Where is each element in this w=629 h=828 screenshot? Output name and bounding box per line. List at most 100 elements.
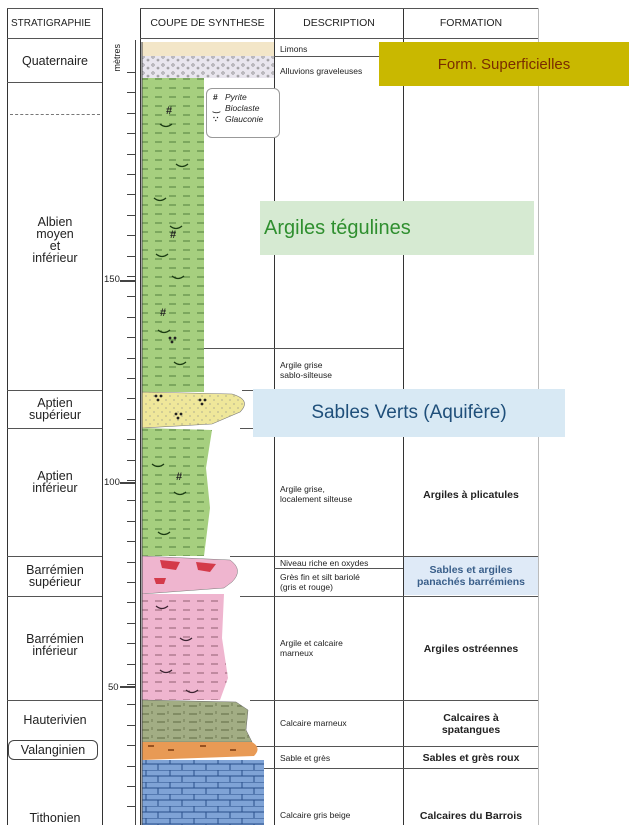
svg-text:#: # (176, 471, 182, 483)
desc-limons: Limons (280, 44, 308, 54)
legend-glauconie: Glauconie (225, 114, 264, 124)
stage-valanginien: Valanginien (8, 740, 98, 760)
scale-tick (127, 562, 136, 563)
scale-axis (135, 40, 136, 825)
stage-barremien-inf: Barrémien inférieur (26, 632, 84, 658)
scale-tick (127, 806, 136, 807)
stage-divider (7, 428, 102, 429)
header-top-line (7, 8, 102, 9)
scale-tick (127, 541, 136, 542)
fossil-legend: #Pyrite ‿Bioclaste ∵Glauconie (206, 88, 280, 138)
scale-tick (127, 419, 136, 420)
scale-tick (127, 92, 136, 93)
scale-tick-major (120, 280, 136, 282)
scale-tick (127, 398, 136, 399)
scale-label-150: 150 (104, 274, 120, 285)
layer-calcaires-spatangues (141, 699, 253, 743)
row-divider (262, 768, 538, 769)
stage-divider (7, 700, 102, 701)
stage-divider-dashed (10, 114, 100, 115)
stage-aptien-sup: Aptien supérieur (28, 396, 82, 422)
layer-alluvions (142, 56, 274, 78)
scale-tick (127, 276, 136, 277)
formation-ostreennes: Argiles ostréennes (423, 643, 519, 655)
callout-argiles-tegulines: Argiles tégulines (260, 201, 534, 255)
stage-divider (7, 596, 102, 597)
stage-divider (7, 390, 102, 391)
scale-tick (127, 786, 136, 787)
scale-tick (127, 317, 136, 318)
svg-text:#: # (166, 105, 172, 117)
desc-argile-calcaire: Argile et calcaire marneux (280, 638, 343, 658)
stage-hauterivien: Hauterivien (23, 713, 87, 727)
scale-tick-major (120, 686, 136, 688)
row-divider (274, 568, 403, 569)
scale-tick (127, 766, 136, 767)
scale-tick (127, 194, 136, 195)
scale-tick (127, 215, 136, 216)
scale-tick (127, 378, 136, 379)
scale-tick (127, 704, 136, 705)
scale-tick (127, 235, 136, 236)
scale-tick (127, 133, 136, 134)
scale-tick (127, 256, 136, 257)
layer-sables-argiles-panaches (141, 555, 238, 595)
desc-argile-grise-loc: Argile grise, localement silteuse (280, 484, 353, 504)
desc-sable-gres: Sable et grès (280, 753, 331, 763)
layer-limons (142, 42, 274, 56)
column-divider (102, 8, 103, 825)
desc-calcaire-marneux: Calcaire marneux (280, 718, 347, 728)
scale-tick (127, 296, 136, 297)
scale-tick (127, 480, 136, 481)
scale-tick (127, 664, 136, 665)
row-divider (250, 700, 538, 701)
scale-tick (127, 439, 136, 440)
desc-alluvions: Alluvions graveleuses (280, 66, 363, 76)
formation-sables-argiles: Sables et argiles panachés barrémiens (404, 557, 538, 595)
stage-divider (7, 82, 102, 83)
svg-text:#: # (160, 307, 166, 319)
glauconie-icon: ∵ (213, 114, 219, 124)
scale-label-50: 50 (108, 682, 119, 693)
row-divider (204, 348, 403, 349)
stage-aptien-inf: Aptien inférieur (32, 469, 78, 495)
formation-plicatules: Argiles à plicatules (423, 489, 519, 501)
bioclaste-icon: ‿ (213, 103, 220, 113)
scale-tick (127, 154, 136, 155)
scale-tick (127, 500, 136, 501)
column-divider (7, 8, 8, 825)
scale-label-100: 100 (104, 477, 120, 488)
scale-tick (127, 725, 136, 726)
scale-tick (127, 113, 136, 114)
layer-sables-gres-roux (142, 742, 258, 760)
header-formation: FORMATION (439, 17, 503, 29)
scale-tick (127, 72, 136, 73)
stage-tithonien: Tithonien (29, 811, 81, 825)
header-bottom-line (140, 38, 538, 39)
formation-barrois: Calcaires du Barrois (419, 810, 523, 822)
formation-spatangues: Calcaires à spatangues (441, 712, 501, 736)
desc-niveau-oxydes: Niveau riche en oxydes (280, 558, 369, 568)
row-divider (250, 746, 538, 747)
scale-unit: mètres (112, 44, 122, 72)
desc-argile-grise-sablo: Argile grise sablo-silteuse (280, 360, 332, 380)
row-divider (240, 596, 538, 597)
scale-tick (127, 602, 136, 603)
scale-tick (127, 460, 136, 461)
layer-calcaires-barrois (142, 760, 264, 825)
layer-sables-verts (141, 391, 245, 429)
callout-form-superficielles: Form. Superficielles (379, 42, 629, 86)
scale-tick (127, 623, 136, 624)
row-divider (230, 556, 538, 557)
header-bottom-line (7, 38, 102, 39)
header-description: DESCRIPTION (303, 17, 375, 29)
scale-tick (127, 337, 136, 338)
desc-calcaire-gris: Calcaire gris beige (280, 810, 351, 820)
stage-quaternaire: Quaternaire (21, 54, 88, 68)
scale-tick (127, 745, 136, 746)
legend-bioclaste: Bioclaste (225, 103, 260, 113)
column-divider (140, 8, 141, 825)
scale-tick (127, 582, 136, 583)
scale-tick (127, 643, 136, 644)
scale-tick (127, 358, 136, 359)
